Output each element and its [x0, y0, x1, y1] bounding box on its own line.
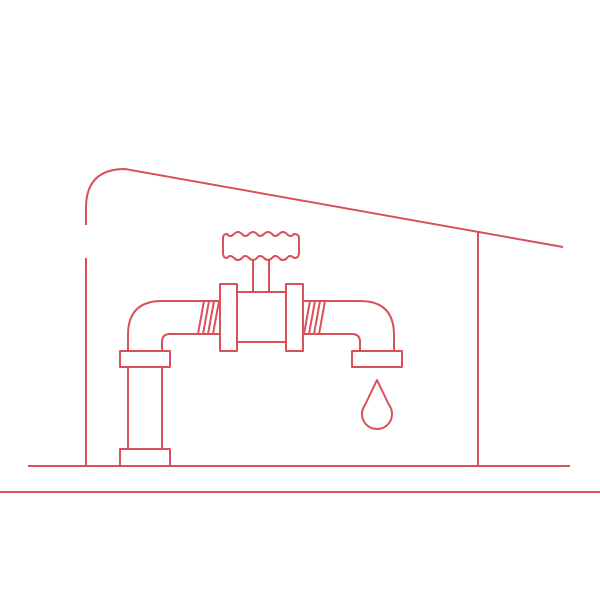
right-thread-icon: [303, 300, 326, 335]
valve-stem: [252, 259, 270, 292]
valve-handle-icon: [222, 231, 300, 261]
left-vertical-pipe: [127, 367, 163, 449]
shelter-roof: [85, 168, 564, 248]
right-pipe-elbow: [303, 300, 395, 351]
water-drop-icon: [361, 379, 393, 430]
valve-body: [236, 291, 287, 343]
left-thread-icon: [197, 300, 220, 335]
left-collar: [119, 350, 171, 368]
left-flange: [219, 283, 238, 352]
right-collar: [351, 350, 403, 368]
left-pipe-elbow: [127, 300, 220, 351]
pipe-base: [119, 448, 171, 467]
right-flange: [285, 283, 304, 352]
